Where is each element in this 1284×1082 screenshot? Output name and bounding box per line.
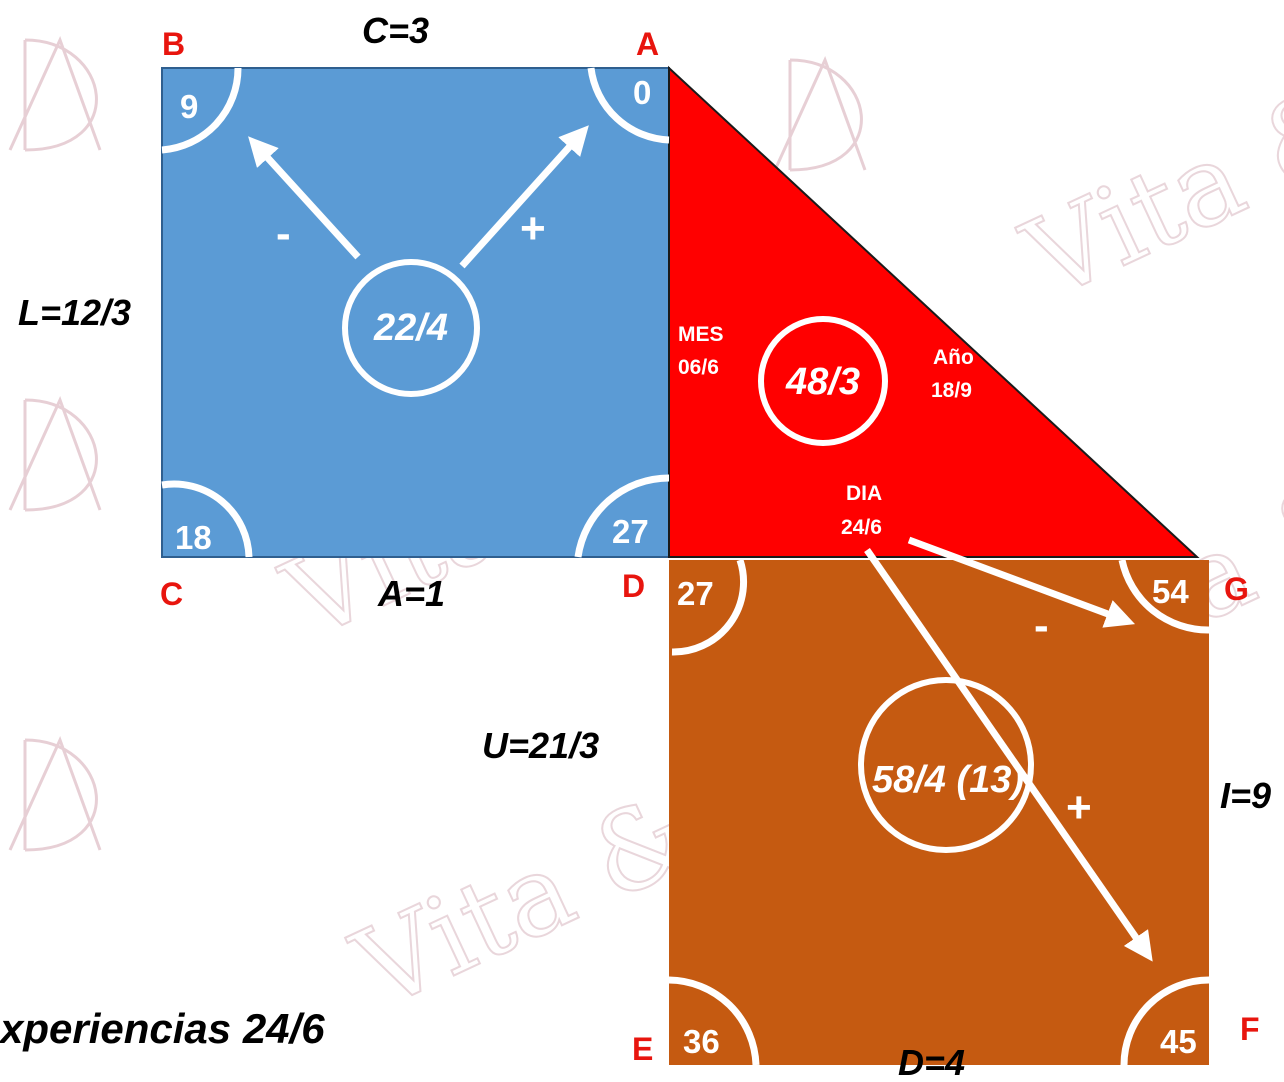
vertex-a: A — [636, 26, 659, 62]
orange-minus-sign: - — [1034, 601, 1049, 650]
orange-corner-bottom-left: 36 — [683, 1023, 720, 1060]
blue-corner-arcs — [161, 67, 670, 558]
side-left-label: L=12/3 — [18, 292, 131, 333]
orange-corner-arcs — [668, 558, 1210, 1066]
vertex-g: G — [1224, 571, 1249, 607]
blue-plus-sign: + — [520, 204, 546, 253]
blue-corner-top-left: 9 — [180, 88, 198, 125]
orange-plus-sign: + — [1066, 783, 1092, 832]
red-triangle — [668, 65, 1200, 558]
orange-corner-top-left: 27 — [677, 575, 714, 612]
vertex-b: B — [162, 26, 185, 62]
orange-square — [669, 560, 1209, 1065]
side-bottom-blue-label: A=1 — [377, 573, 445, 614]
vertex-f: F — [1240, 1011, 1260, 1047]
arrows — [248, 125, 1153, 962]
side-bottom-orange-label: D=4 — [898, 1042, 965, 1082]
side-right-orange-label: I=9 — [1220, 775, 1271, 816]
blue-corner-bottom-left: 18 — [175, 519, 212, 556]
vertex-e: E — [632, 1031, 653, 1067]
orange-corner-top-right: 54 — [1152, 573, 1189, 610]
arrow-minus-orange — [907, 536, 1136, 628]
caption: xperiencias 24/6 — [0, 1005, 325, 1052]
vertex-c: C — [160, 576, 183, 612]
dia-label: DIA — [846, 482, 882, 505]
red-center-circle — [758, 316, 888, 446]
side-left-orange-label: U=21/3 — [482, 725, 599, 766]
blue-corner-top-right: 0 — [633, 74, 651, 111]
orange-center-value: 58/4 (13) — [872, 759, 1024, 801]
arrow-minus-blue — [248, 136, 361, 260]
mes-label: MES — [678, 323, 724, 346]
blue-center-circle — [342, 259, 480, 397]
arrow-plus-orange — [864, 548, 1153, 962]
side-top-label: C=3 — [362, 10, 429, 51]
vertex-d: D — [622, 568, 645, 604]
ano-label: Año — [933, 346, 974, 369]
dia-value: 24/6 — [841, 516, 882, 539]
blue-center-value: 22/4 — [373, 307, 448, 349]
arrow-plus-blue — [459, 125, 589, 269]
red-center-value: 48/3 — [785, 361, 860, 403]
orange-center-circle — [858, 677, 1034, 853]
svg-text:Vita & Via: Vita & Via — [1005, 0, 1284, 324]
blue-corner-bottom-right: 27 — [612, 513, 649, 550]
ano-value: 18/9 — [931, 379, 972, 402]
orange-corner-bottom-right: 45 — [1160, 1023, 1197, 1060]
mes-value: 06/6 — [678, 356, 719, 379]
blue-minus-sign: - — [276, 209, 291, 258]
